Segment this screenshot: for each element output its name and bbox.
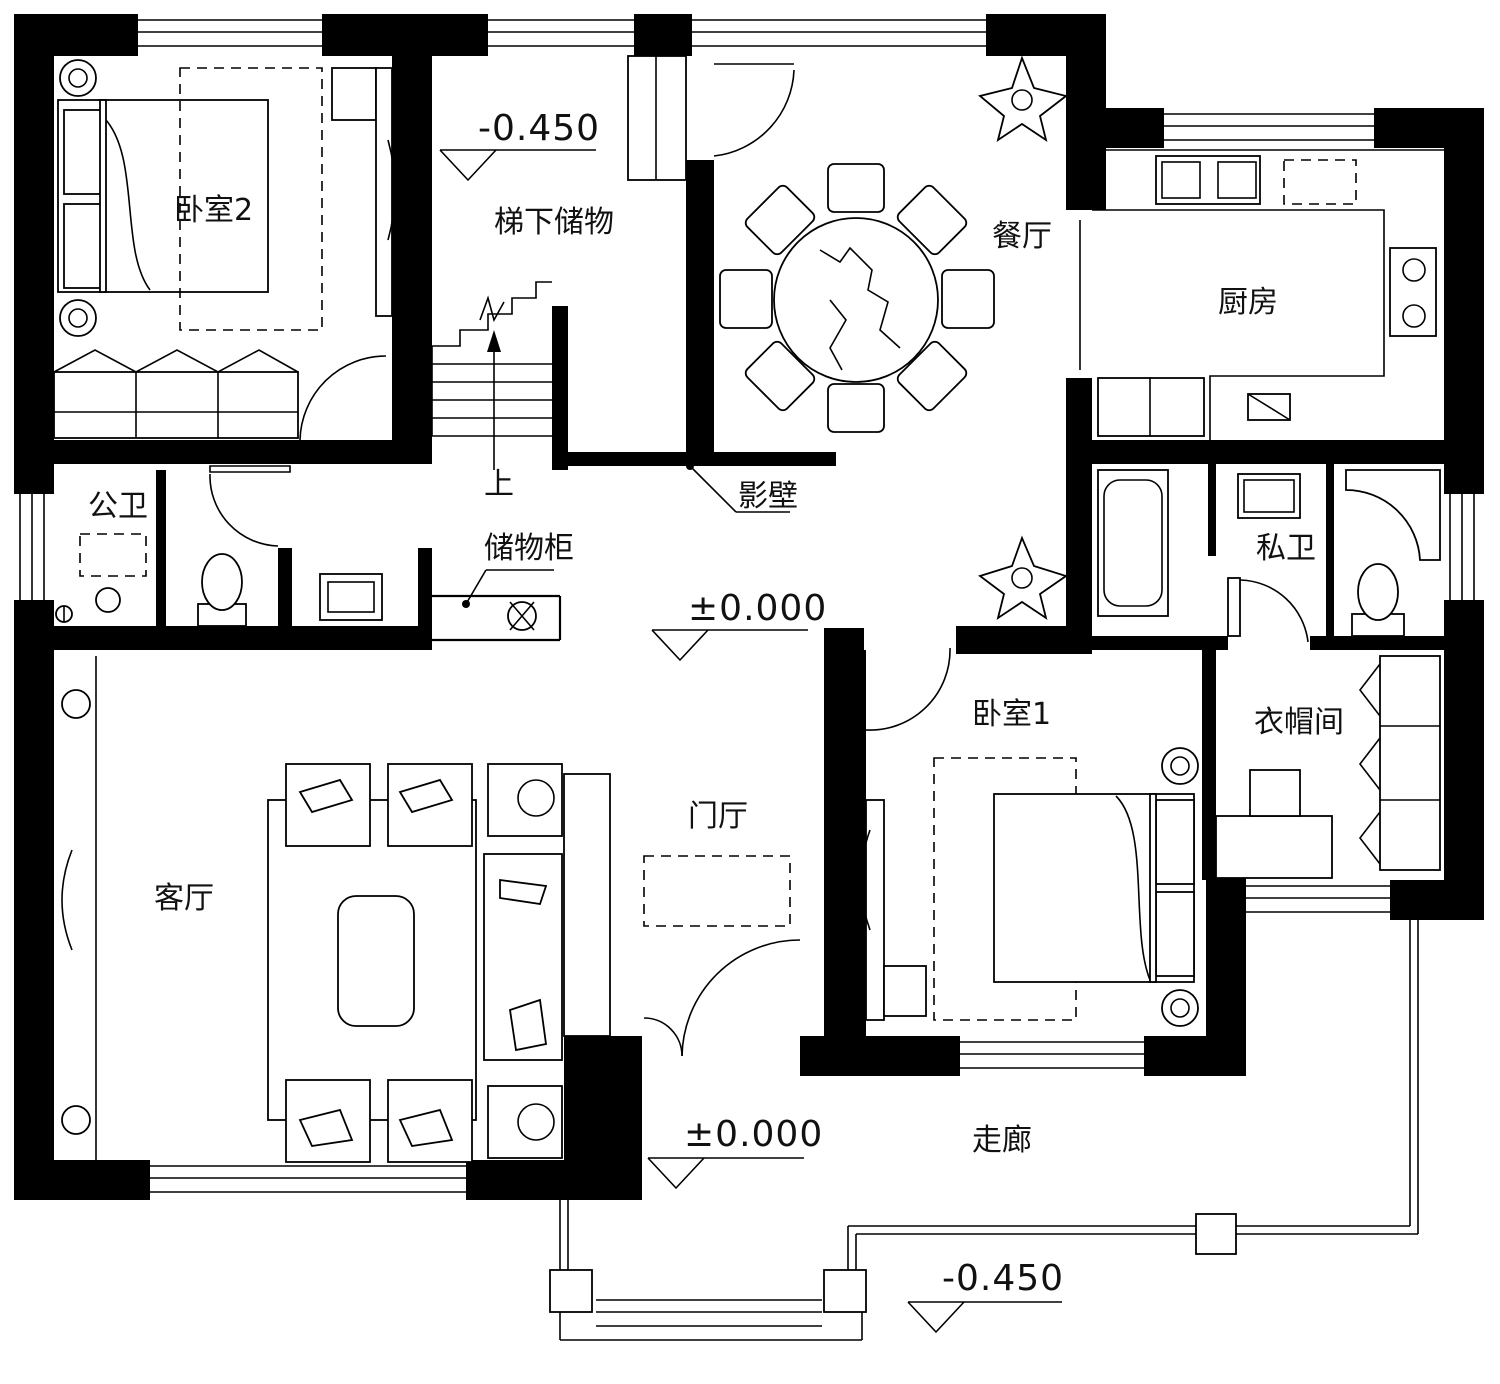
private-bath-label: 私卫	[1256, 531, 1316, 566]
level-entry: ±0.000	[684, 1114, 823, 1155]
dining-table	[719, 163, 995, 433]
porch-lines	[549, 920, 1419, 1341]
bedroom2-label: 卧室2	[174, 193, 253, 228]
level-marker-exterior	[907, 1301, 1062, 1334]
public-bath-fixtures	[55, 465, 383, 627]
level-exterior: -0.450	[942, 1258, 1064, 1299]
level-stair-storage: -0.450	[478, 108, 600, 149]
plant-icon	[978, 535, 1069, 621]
level-marker-entry	[647, 1157, 804, 1190]
dining-room-label: 餐厅	[992, 219, 1052, 254]
stair-up-label: 上	[484, 467, 514, 502]
cloakroom-fixtures	[1215, 655, 1441, 879]
living-room-label: 客厅	[154, 881, 214, 916]
bedroom1-furniture	[860, 647, 1199, 1027]
kitchen-label: 厨房	[1218, 285, 1278, 320]
storage-cabinet-fixtures	[462, 569, 554, 631]
living-room-furniture	[61, 656, 801, 1163]
level-marker-center	[651, 629, 808, 662]
corridor-label: 走廊	[972, 1123, 1032, 1158]
stairs	[431, 55, 795, 470]
under-stair-storage-label: 梯下储物	[494, 205, 614, 240]
screen-wall-label: 影壁	[738, 479, 798, 514]
private-bath-fixtures	[1097, 469, 1441, 740]
plant-icon	[978, 55, 1069, 143]
foyer-label: 门厅	[688, 799, 748, 834]
level-marker-stair	[439, 149, 596, 182]
cloakroom-label: 衣帽间	[1254, 705, 1344, 740]
storage-cabinet-label: 储物柜	[484, 531, 574, 566]
bedroom1-label: 卧室1	[972, 697, 1051, 732]
kitchen-fixtures	[1079, 149, 1444, 440]
screen-wall-leader	[686, 462, 790, 513]
public-bath-label: 公卫	[88, 489, 148, 524]
level-center: ±0.000	[688, 588, 827, 629]
bedroom2-furniture	[53, 59, 396, 441]
